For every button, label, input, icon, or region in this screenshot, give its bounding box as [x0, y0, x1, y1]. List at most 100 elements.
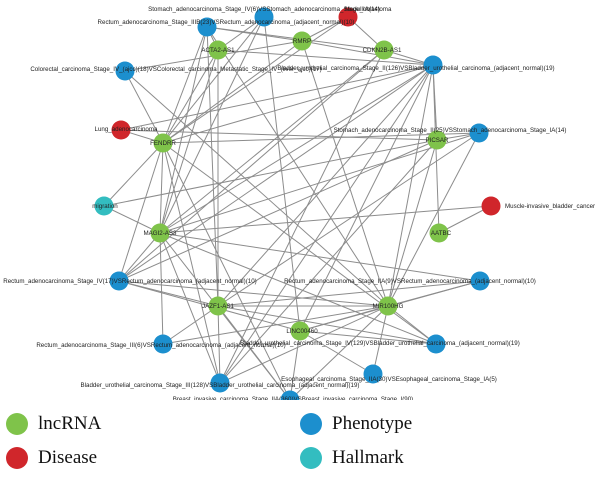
node-label-cdkn2b-as1: CDKN2B-AS1 — [363, 47, 402, 54]
node-label-jazf1-as1: JAZF1-AS1 — [202, 303, 235, 310]
edge-mir100hg-bladder-iv — [387, 305, 437, 345]
node-picsar[interactable] — [427, 130, 447, 150]
legend-swatch-hallmark — [300, 447, 322, 469]
node-muscle-bladder[interactable] — [481, 196, 501, 216]
node-colorectal-iv[interactable] — [115, 61, 135, 81]
legend-item-disease: Disease — [6, 447, 97, 469]
edge-mir100hg-rmrp — [301, 40, 389, 307]
edge-picsar-bladder-iii — [219, 139, 438, 384]
edge-mir100hg-colorectal-iv — [124, 70, 389, 307]
node-label-rectum-iiib: Rectum_adenocarcinoma_Stage_IIIB(23)VSRe… — [98, 19, 355, 26]
node-mir100hg[interactable] — [378, 296, 398, 316]
node-rectum-iii[interactable] — [153, 334, 173, 354]
node-label-stomach-iv-ia: Stomach_adenocarcinoma_Stage_IV(6)VSStom… — [148, 6, 380, 13]
node-label-lung-adeno: Lung_adenocarcinoma — [95, 126, 159, 133]
edge-fendrr-stomach-iv-ia — [162, 16, 265, 144]
node-label-linc00460: LINC00460 — [286, 328, 318, 335]
edge-mir100hg-breast-iia — [289, 305, 389, 400]
edge-magi2-as3-rectum-iv — [118, 232, 161, 282]
edge-magi2-as3-rectum-iia — [159, 232, 481, 282]
edge-linc00460-esophageal-iia — [299, 330, 374, 375]
edge-fendrr-breast-iia — [162, 142, 291, 400]
node-bladder-iv[interactable] — [426, 334, 446, 354]
edge-mir100hg-stomach-ii-ia — [387, 132, 480, 307]
legend-item-phenotype: Phenotype — [300, 413, 412, 435]
legend-label-phenotype: Phenotype — [332, 413, 413, 434]
edge-mir100hg-picsar — [387, 139, 438, 307]
edge-fendrr-medulloblastoma — [162, 16, 349, 144]
edge-jazf1-as1-bladder-iii — [217, 305, 221, 384]
edge-jazf1-as1-rectum-iii — [162, 305, 219, 345]
node-medulloblastoma[interactable] — [338, 7, 358, 27]
legend-label-disease: Disease — [38, 447, 98, 468]
edge-bladder-ii-bladder-iii — [219, 64, 434, 384]
node-label-bladder-ii: Bladder_urothelial_carcinoma_Stage_II(12… — [277, 65, 554, 72]
edge-acta2-as1-bladder-ii — [217, 49, 434, 66]
node-breast-iia[interactable] — [280, 390, 300, 401]
edge-jazf1-as1-rectum-iia — [217, 280, 481, 307]
node-label-esophageal-iia: Esophageal_carcinoma_Stage_IIA(30)VSEsop… — [281, 376, 497, 383]
node-label-stomach-ii-ia: Stomach_adenocarcinoma_Stage_II(25)VSSto… — [334, 127, 567, 134]
legend-item-hallmark: Hallmark — [300, 447, 404, 469]
node-rectum-iiib[interactable] — [197, 17, 217, 37]
edge-magi2-as3-migration — [103, 205, 161, 234]
node-label-aatbc: AATBC — [431, 230, 452, 237]
node-label-picsar: PICSAR — [425, 137, 449, 144]
edge-picsar-migration — [103, 139, 438, 207]
edge-magi2-as3-rectum-iiib — [159, 26, 208, 234]
legend-swatch-lncrna — [6, 413, 28, 435]
node-stomach-iv-ia[interactable] — [254, 7, 274, 27]
node-label-muscle-bladder: Muscle-invasive_bladder_cancer — [505, 203, 595, 210]
node-migration[interactable] — [94, 196, 114, 216]
node-layer — [94, 7, 501, 401]
node-magi2-as3[interactable] — [150, 223, 170, 243]
edge-fendrr-migration — [103, 142, 164, 207]
legend-label-lncrna: lncRNA — [38, 413, 102, 434]
node-bladder-iii[interactable] — [210, 373, 230, 393]
edge-magi2-as3-rectum-iii — [159, 232, 164, 345]
node-rectum-iv[interactable] — [109, 271, 129, 291]
edge-magi2-as3-stomach-ii-ia — [159, 132, 480, 234]
edge-layer — [103, 16, 492, 400]
edge-fendrr-rectum-iiib — [162, 26, 208, 144]
node-label-acta2-as1: ACTA2-AS1 — [201, 47, 235, 54]
node-bladder-ii[interactable] — [423, 55, 443, 75]
edge-cdkn2b-as1-rectum-iv — [118, 49, 385, 282]
node-label-migration: migration — [92, 203, 118, 210]
edge-mir100hg-rectum-iii — [162, 305, 389, 345]
edge-rmrp-bladder-ii — [301, 40, 434, 66]
edge-fendrr-stomach-ii-ia — [162, 132, 480, 144]
node-acta2-as1[interactable] — [208, 40, 228, 60]
edge-jazf1-as1-stomach-ii-ia — [217, 132, 480, 307]
node-label-magi2-as3: MAGI2-AS3 — [143, 230, 177, 237]
edge-fendrr-rectum-iv — [118, 142, 164, 282]
edge-fendrr-magi2-as3 — [159, 142, 164, 234]
legend-swatch-disease — [6, 447, 28, 469]
edge-bladder-ii-lung-adeno — [120, 64, 434, 131]
edge-magi2-as3-stomach-iv-ia — [159, 16, 265, 234]
node-jazf1-as1[interactable] — [208, 296, 228, 316]
node-label-rectum-iia: Rectum_adenocarcinoma_Stage_IIA(9)VSRect… — [284, 278, 536, 285]
edge-mir100hg-rectum-iv — [118, 280, 389, 307]
node-fendrr[interactable] — [153, 133, 173, 153]
edge-linc00460-bladder-ii — [299, 64, 434, 332]
edge-linc00460-breast-iia — [289, 330, 301, 400]
node-aatbc[interactable] — [429, 223, 449, 243]
edge-aatbc-muscle-bladder — [438, 205, 492, 234]
edge-magi2-as3-acta2-as1 — [159, 49, 219, 234]
node-linc00460[interactable] — [290, 321, 310, 341]
network-graph: Stomach_adenocarcinoma_Stage_IV(6)VSStom… — [3, 6, 595, 401]
node-lung-adeno[interactable] — [111, 120, 131, 140]
legend-swatch-phenotype — [300, 413, 322, 435]
node-rmrp[interactable] — [292, 31, 312, 51]
edge-jazf1-as1-breast-iia — [217, 305, 291, 400]
edge-linc00460-bladder-iv — [299, 330, 437, 345]
edge-bladder-ii-rectum-iv — [118, 64, 434, 282]
node-stomach-ii-ia[interactable] — [469, 123, 489, 143]
node-cdkn2b-as1[interactable] — [374, 40, 394, 60]
node-rectum-iia[interactable] — [470, 271, 490, 291]
edge-magi2-as3-cdkn2b-as1 — [159, 49, 385, 234]
legend: lncRNA Phenotype Disease Hallmark — [0, 400, 600, 490]
node-label-rectum-iii: Rectum_adenocarcinoma_Stage_III(6)VSRect… — [36, 342, 285, 349]
node-esophageal-iia[interactable] — [363, 364, 383, 384]
